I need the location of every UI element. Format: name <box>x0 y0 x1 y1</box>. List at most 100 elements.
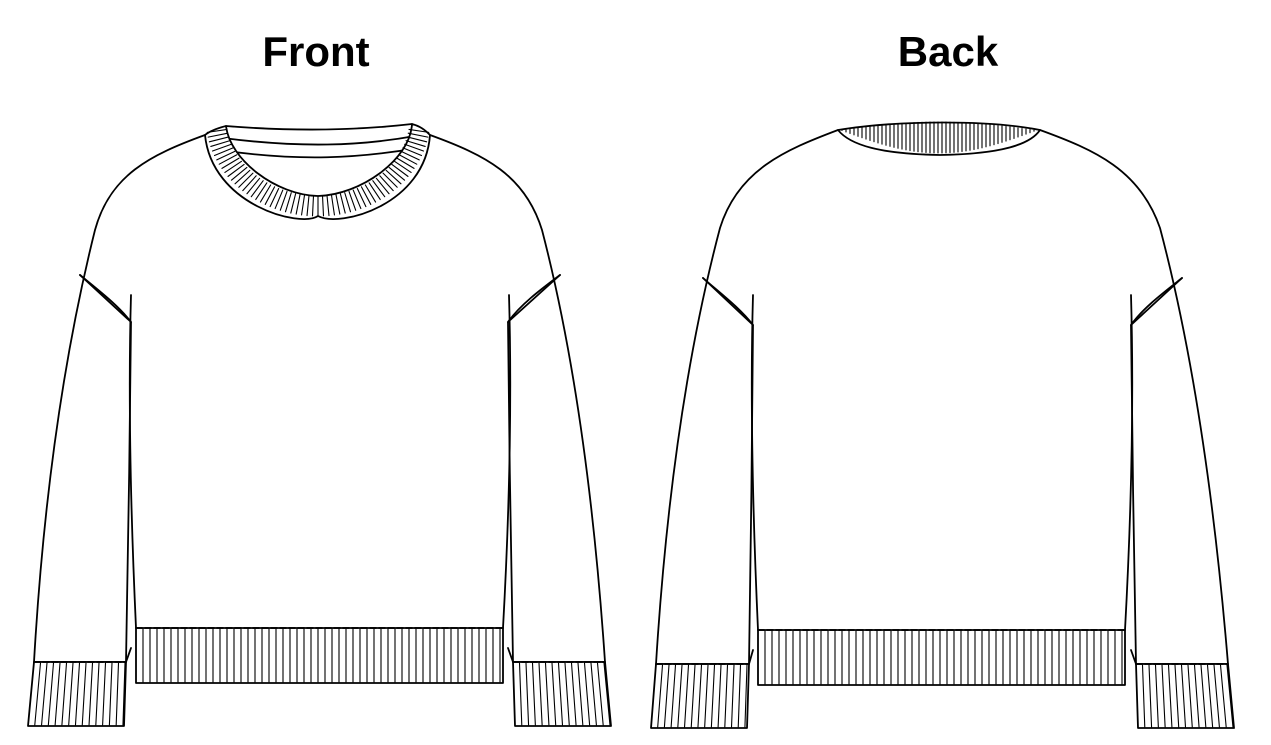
rib-line <box>583 662 591 726</box>
front-left-side-seam <box>128 294 137 629</box>
back-left-cuff-ribs <box>657 664 748 728</box>
back-hem-band <box>757 629 1126 686</box>
rib-line <box>385 169 402 185</box>
rib-line <box>274 189 284 210</box>
rib-line <box>234 169 251 185</box>
rib-line <box>570 662 577 726</box>
front-back-neck-line <box>225 123 413 131</box>
rib-line <box>326 195 330 217</box>
rib-line <box>379 175 394 192</box>
rib-line <box>208 136 230 143</box>
rib-line <box>210 140 231 147</box>
rib-line <box>34 662 42 726</box>
rib-line <box>61 662 68 726</box>
front-collar-ribs <box>206 128 430 217</box>
front-back-neck-line-inner <box>222 135 416 146</box>
rib-line <box>1154 664 1159 728</box>
back-left-sleeve <box>655 129 839 665</box>
rib-line <box>74 662 81 726</box>
rib-line <box>102 662 107 726</box>
back-sweater <box>650 121 1235 729</box>
back-right-armhole <box>1130 277 1183 326</box>
rib-line <box>670 664 677 728</box>
front-right-armhole <box>507 274 561 323</box>
front-sweater <box>27 123 612 727</box>
rib-line <box>544 662 550 726</box>
rib-line <box>213 147 234 157</box>
front-right-cuff <box>512 661 612 727</box>
rib-line <box>284 192 292 213</box>
rib-line <box>364 184 377 203</box>
rib-line <box>717 664 722 728</box>
rib-line <box>406 136 428 143</box>
front-hem-band <box>135 627 504 684</box>
rib-line <box>295 193 301 215</box>
rib-line <box>710 664 716 728</box>
rib-line <box>590 662 597 726</box>
rib-line <box>404 143 425 152</box>
rib-line <box>657 664 664 728</box>
rib-line <box>1200 664 1207 728</box>
back-right-cuff <box>1135 663 1235 729</box>
rib-line <box>564 662 570 726</box>
back-left-armhole <box>702 277 754 326</box>
back-left-side-seam <box>750 294 759 631</box>
front-right-slit <box>507 647 514 663</box>
rib-line <box>1226 664 1234 728</box>
rib-line <box>264 186 276 205</box>
rib-line <box>301 194 306 216</box>
rib-line <box>321 195 325 217</box>
rib-line <box>551 662 557 726</box>
rib-line <box>344 192 352 213</box>
rib-line <box>408 128 430 133</box>
rib-line <box>407 132 429 138</box>
rib-line <box>400 150 420 161</box>
rib-line <box>375 177 390 195</box>
rib-line <box>88 662 94 726</box>
rib-line <box>1161 664 1166 728</box>
rib-line <box>311 195 315 217</box>
front-left-armhole <box>79 274 132 323</box>
rib-line <box>677 664 683 728</box>
rib-line <box>1167 664 1173 728</box>
rib-line <box>115 662 120 726</box>
front-view-title: Front <box>262 28 370 75</box>
rib-line <box>255 182 268 201</box>
front-right-sleeve <box>429 134 606 663</box>
rib-line <box>1174 664 1180 728</box>
rib-line <box>54 662 61 726</box>
rib-line <box>388 166 406 181</box>
rib-line <box>352 189 362 210</box>
rib-line <box>330 194 335 216</box>
rib-line <box>360 186 372 205</box>
rib-line <box>207 132 229 138</box>
rib-line <box>525 662 530 726</box>
rib-line <box>356 187 367 208</box>
rib-line <box>1180 664 1187 728</box>
front-collar-rib-band <box>204 123 431 220</box>
rib-line <box>348 190 357 211</box>
rib-line <box>238 172 254 188</box>
rib-line <box>335 193 341 215</box>
rib-line <box>393 160 412 173</box>
rib-line <box>603 662 611 726</box>
rib-line <box>1193 664 1200 728</box>
rib-line <box>683 664 690 728</box>
rib-line <box>242 175 257 192</box>
back-left-slit <box>748 649 754 665</box>
front-hem-ribs <box>142 628 501 683</box>
rib-line <box>227 163 245 177</box>
front-right-cuff-ribs <box>518 662 611 726</box>
back-right-sleeve <box>1039 129 1229 665</box>
rib-line <box>269 187 280 208</box>
rib-line <box>95 662 100 726</box>
rib-line <box>663 664 670 728</box>
rib-line <box>68 662 74 726</box>
back-hem-ribs <box>764 630 1123 685</box>
rib-line <box>690 664 696 728</box>
back-right-slit <box>1130 649 1137 665</box>
rib-line <box>1141 664 1146 728</box>
rib-line <box>518 662 523 726</box>
rib-line <box>218 154 238 165</box>
